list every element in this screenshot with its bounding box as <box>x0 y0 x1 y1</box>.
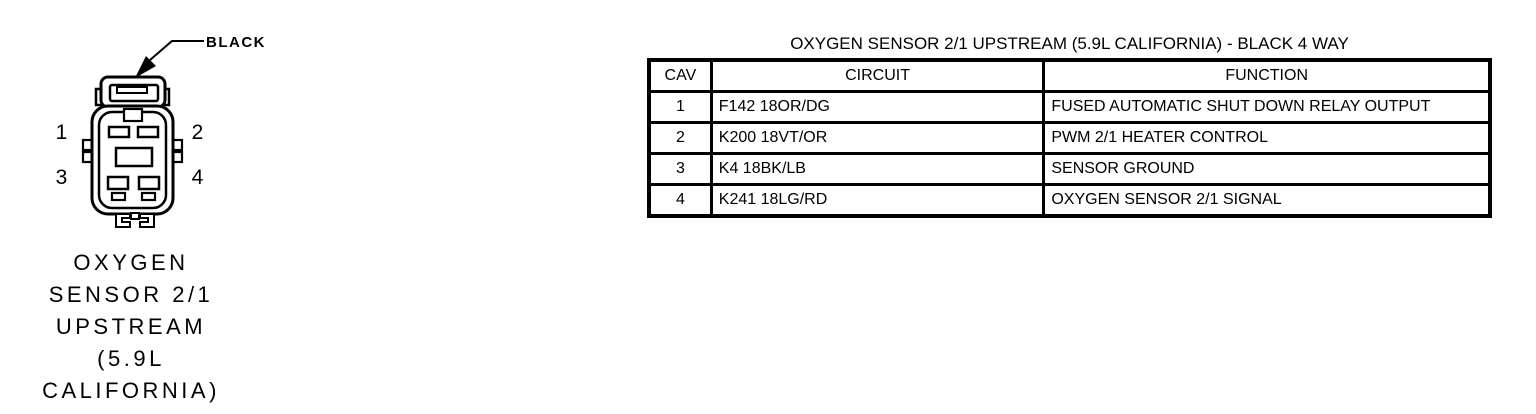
caption-line: UPSTREAM <box>55 314 207 339</box>
pin-cavity-2 <box>136 125 160 139</box>
circuit-cell: K241 18LG/RD <box>709 183 1046 218</box>
function-cell: FUSED AUTOMATIC SHUT DOWN RELAY OUTPUT <box>1042 90 1492 124</box>
index-notch <box>122 107 144 123</box>
circuit-cell: K4 18BK/LB <box>709 152 1046 186</box>
caption-line: SENSOR 2/1 <box>48 282 214 307</box>
pin-label-1: 1 <box>55 121 69 144</box>
connector-caption: OXYGEN SENSOR 2/1 UPSTREAM (5.9L CALIFOR… <box>24 247 238 407</box>
pin-label-3: 3 <box>55 166 69 189</box>
pinout-table: CAV CIRCUIT FUNCTION 1 F142 18OR/DG FUSE… <box>647 58 1492 218</box>
foot-right <box>139 213 155 228</box>
cav-cell: 3 <box>647 152 713 186</box>
pin-label-2: 2 <box>191 121 205 144</box>
center-cavity <box>114 146 154 168</box>
foot-center-tab <box>130 212 140 220</box>
arrowhead-icon <box>135 56 156 78</box>
table-row: 2 K200 18VT/OR PWM 2/1 HEATER CONTROL <box>647 121 1492 155</box>
function-cell: SENSOR GROUND <box>1042 152 1492 186</box>
pin-cavity-4 <box>137 175 161 191</box>
circuit-cell: F142 18OR/DG <box>709 90 1046 124</box>
function-cell: OXYGEN SENSOR 2/1 SIGNAL <box>1042 183 1492 218</box>
caption-line: CALIFORNIA) <box>42 378 220 403</box>
table-row: 3 K4 18BK/LB SENSOR GROUND <box>647 152 1492 186</box>
function-cell: PWM 2/1 HEATER CONTROL <box>1042 121 1492 155</box>
pin-cavity-1 <box>107 125 131 139</box>
connector-color-label: BLACK <box>206 34 266 51</box>
connector-body-outer <box>90 104 175 216</box>
table-row: 1 F142 18OR/DG FUSED AUTOMATIC SHUT DOWN… <box>647 90 1492 124</box>
small-slot-left <box>110 191 127 202</box>
circuit-cell: K200 18VT/OR <box>709 121 1046 155</box>
column-header-circuit: CIRCUIT <box>709 58 1046 93</box>
pin-cavity-3 <box>106 175 130 191</box>
column-header-function: FUNCTION <box>1042 58 1492 93</box>
table-header-row: CAV CIRCUIT FUNCTION <box>647 58 1492 93</box>
leader-line <box>149 40 204 61</box>
cav-cell: 1 <box>647 90 713 124</box>
connector-diagram <box>81 40 204 228</box>
column-header-cav: CAV <box>647 58 713 93</box>
table-title: OXYGEN SENSOR 2/1 UPSTREAM (5.9L CALIFOR… <box>790 34 1349 53</box>
caption-line: OXYGEN <box>73 250 189 275</box>
pin-label-4: 4 <box>191 166 205 189</box>
small-slot-right <box>140 191 157 202</box>
cav-cell: 2 <box>647 121 713 155</box>
caption-line: (5.9L <box>97 346 165 371</box>
cav-cell: 4 <box>647 183 713 218</box>
table-row: 4 K241 18LG/RD OXYGEN SENSOR 2/1 SIGNAL <box>647 183 1492 218</box>
lock-slot <box>116 86 148 94</box>
foot-left <box>115 213 131 228</box>
